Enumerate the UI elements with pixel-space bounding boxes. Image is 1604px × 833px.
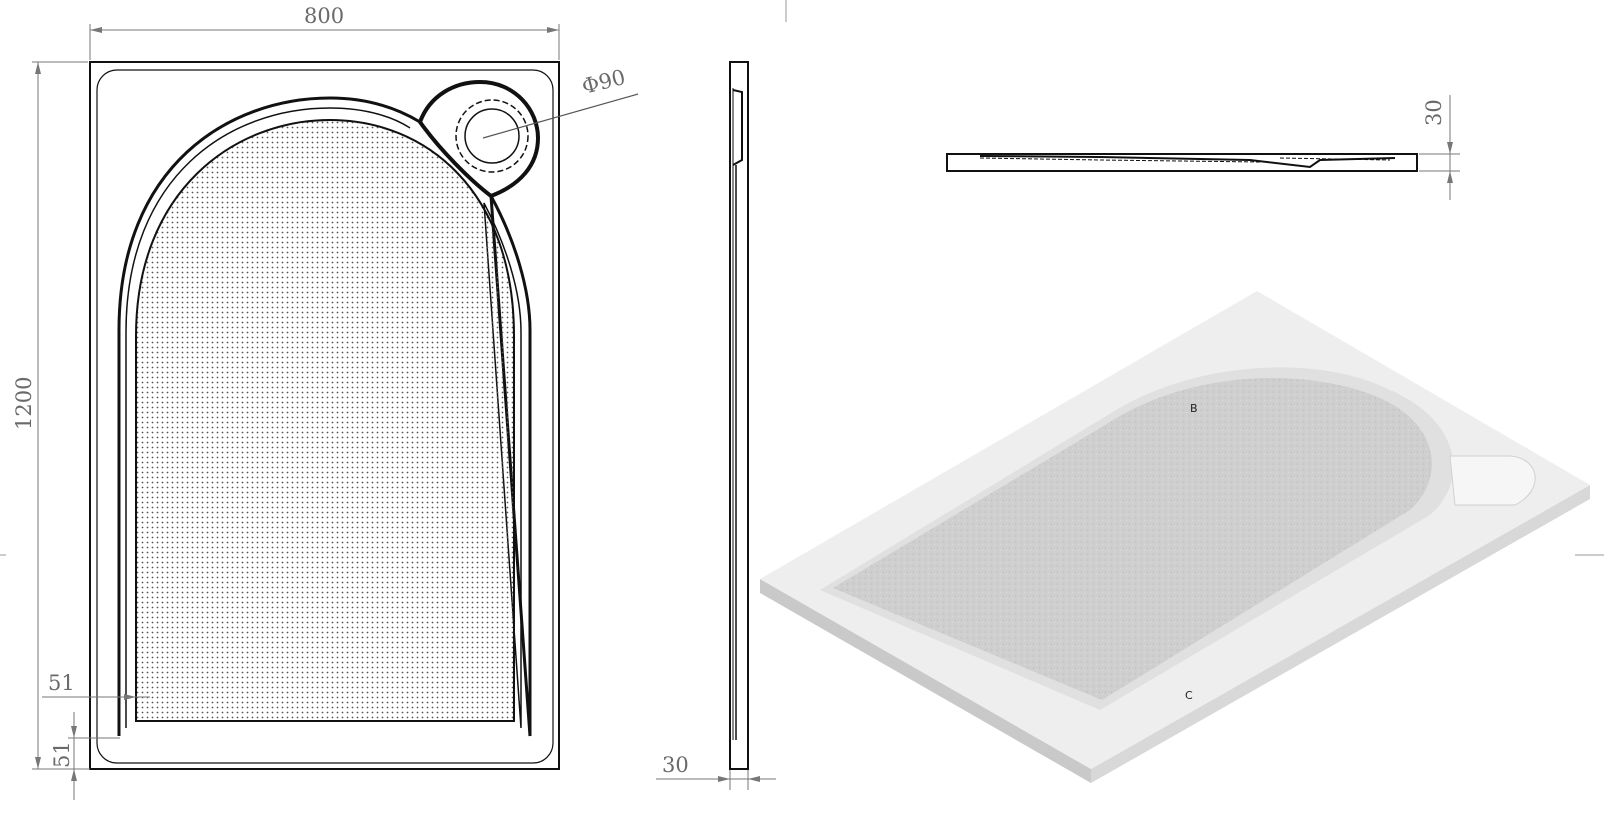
side-view: 30 [656,0,787,790]
side-thickness-label: 30 [662,753,689,777]
length-label: 1200 [12,377,36,430]
tray-inner-rim [96,69,554,764]
front-thickness-label: 30 [1422,99,1446,126]
isometric-view: B C [0,291,1604,783]
front-thickness-dimension: 30 [1419,95,1460,200]
drain-diameter-label: Φ90 [579,65,627,99]
drain-pad [1449,455,1536,506]
side-profile [729,61,749,770]
tray-front-face [760,579,1091,783]
width-label: 800 [304,4,344,28]
width-dimension: 800 [89,4,560,60]
left-margin-label: 51 [48,671,75,695]
arch-inner-rim [125,107,522,729]
drain-outer-ring [455,99,529,173]
left-margin-dimension: 51 [42,671,150,700]
length-dimension: 1200 [12,61,88,770]
bottom-margin-label: 51 [50,741,74,768]
front-view: 30 [946,95,1460,200]
drain-leader-line [482,93,639,139]
side-thickness-dimension: 30 [656,753,776,790]
tray-outline [89,61,560,770]
drain-assembly [417,79,639,199]
bottom-margin-dimension: 51 [50,712,120,800]
arch-outer-rim [117,96,532,737]
label-b: B [1190,402,1198,415]
arch-textured-area [135,118,515,722]
drain-diameter-dimension: Φ90 [579,65,627,99]
label-c: C [1185,689,1193,702]
tray-side-face [1091,485,1590,783]
plan-view: Φ90 800 1200 51 [12,4,639,800]
textured-floor [833,378,1432,700]
